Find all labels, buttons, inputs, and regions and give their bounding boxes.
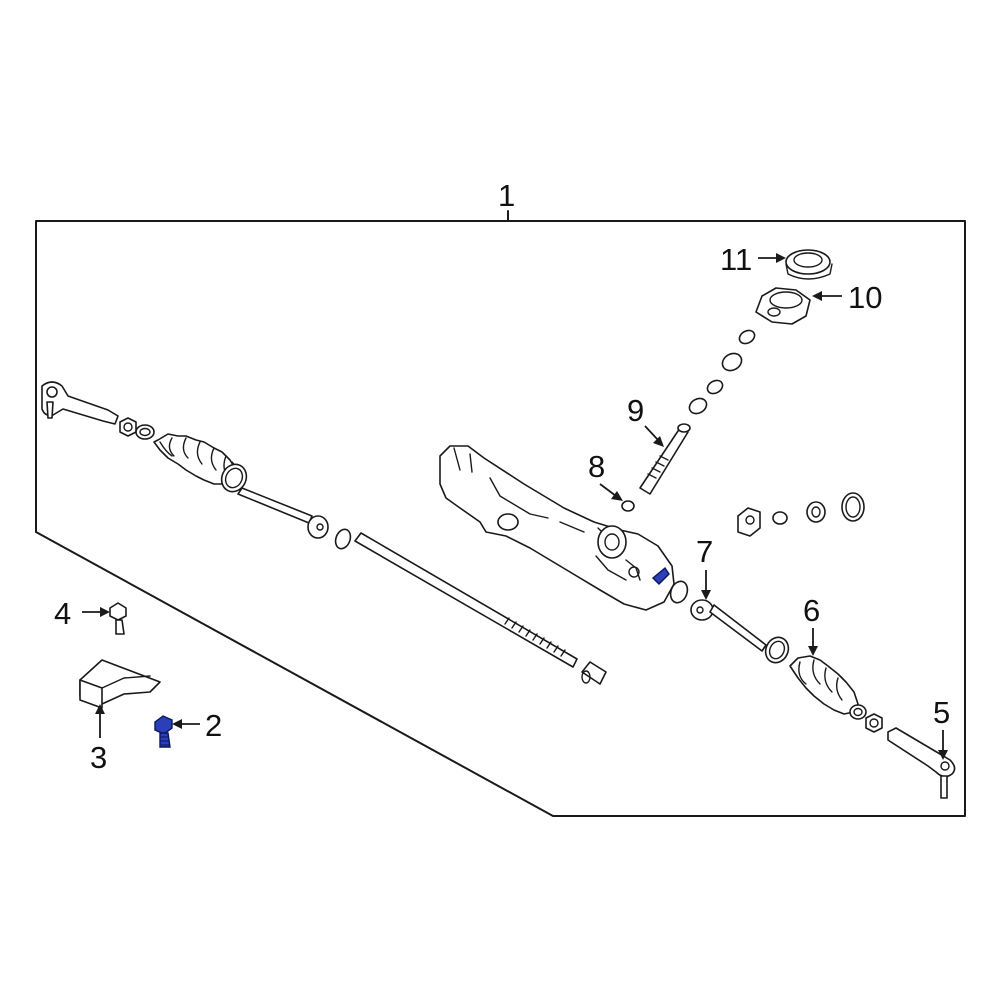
left-jam-nut[interactable] bbox=[119, 417, 137, 437]
yoke-plug[interactable] bbox=[621, 500, 635, 512]
callout-10: 10 bbox=[848, 280, 882, 315]
callout-7: 7 bbox=[696, 534, 713, 569]
right-boot-clamp-large[interactable] bbox=[762, 634, 793, 667]
callout-4: 4 bbox=[54, 596, 71, 631]
right-inner-tie-rod[interactable] bbox=[690, 599, 767, 652]
callout-1: 1 bbox=[498, 178, 515, 213]
callout-arrows bbox=[82, 253, 948, 760]
left-tie-rod-end[interactable] bbox=[41, 381, 119, 425]
pinion-dust-seal[interactable] bbox=[785, 249, 833, 280]
callout-8: 8 bbox=[588, 449, 605, 484]
callout-11: 11 bbox=[720, 242, 752, 277]
adjuster-components[interactable] bbox=[737, 492, 865, 537]
pinion-seal-rings[interactable] bbox=[687, 328, 757, 417]
heat-shield[interactable] bbox=[79, 659, 161, 709]
rack-bushing[interactable] bbox=[581, 661, 607, 685]
left-boot-clamp-small[interactable] bbox=[135, 424, 155, 440]
assembly-outline bbox=[35, 210, 966, 817]
rack-bar[interactable] bbox=[354, 532, 578, 668]
mounting-bolt-highlighted[interactable] bbox=[154, 715, 173, 748]
callout-9: 9 bbox=[627, 393, 644, 428]
right-boot-clamp-small[interactable] bbox=[849, 704, 867, 720]
callout-6: 6 bbox=[803, 593, 820, 628]
callout-3: 3 bbox=[90, 740, 107, 775]
left-boot-clamp-large[interactable] bbox=[217, 460, 251, 496]
right-tie-rod-end[interactable] bbox=[887, 727, 956, 799]
housing-seal-highlighted[interactable] bbox=[651, 566, 670, 585]
left-inner-tie-rod[interactable] bbox=[237, 487, 329, 539]
right-o-ring[interactable] bbox=[668, 579, 691, 605]
bracket-bolt[interactable] bbox=[109, 602, 127, 635]
pinion-bearing-cap[interactable] bbox=[755, 287, 811, 325]
right-jam-nut[interactable] bbox=[865, 713, 883, 733]
callout-2: 2 bbox=[205, 708, 222, 743]
pinion-shaft[interactable] bbox=[639, 423, 691, 495]
steering-gear-housing[interactable] bbox=[439, 445, 675, 611]
callout-5: 5 bbox=[933, 695, 950, 730]
left-o-ring[interactable] bbox=[333, 527, 353, 551]
right-rack-boot[interactable] bbox=[789, 655, 859, 715]
